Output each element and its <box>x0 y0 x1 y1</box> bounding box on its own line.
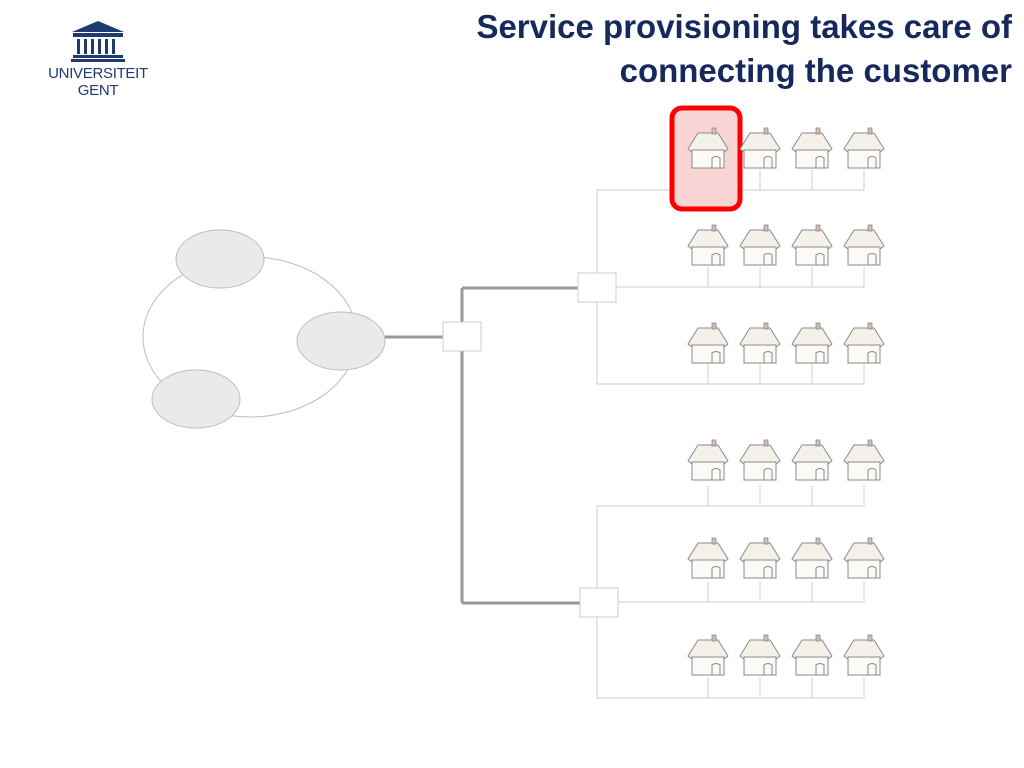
house-icon <box>843 127 885 169</box>
logo-text-line1: UNIVERSITEIT <box>48 65 148 82</box>
house-icon <box>791 224 833 266</box>
house-icon <box>739 439 781 481</box>
house-icon <box>739 127 781 169</box>
page-title-line1: Service provisioning takes care of <box>476 8 1012 45</box>
core-node <box>175 229 265 289</box>
house-icon <box>687 537 729 579</box>
house-icon <box>791 127 833 169</box>
house-icon <box>739 537 781 579</box>
house-icon <box>843 439 885 481</box>
house-icon <box>791 537 833 579</box>
house-icon <box>791 439 833 481</box>
university-building-icon <box>71 21 125 62</box>
house-icon <box>843 322 885 364</box>
house-icon <box>687 439 729 481</box>
house-icon <box>739 634 781 676</box>
network-node-icon <box>579 587 619 618</box>
core-node <box>296 311 386 371</box>
house-icon <box>791 322 833 364</box>
house-icon <box>687 322 729 364</box>
university-logo: UNIVERSITEIT GENT <box>38 18 158 108</box>
house-icon <box>843 224 885 266</box>
house-icon <box>687 224 729 266</box>
network-node-icon <box>442 321 482 352</box>
network-node-icon <box>577 272 617 303</box>
page-title: Service provisioning takes care of conne… <box>312 5 1012 93</box>
house-icon <box>843 537 885 579</box>
house-icon <box>739 322 781 364</box>
house-icon <box>791 634 833 676</box>
house-icon <box>843 634 885 676</box>
page-title-line2: connecting the customer <box>619 52 1012 89</box>
core-node <box>151 369 241 429</box>
house-icon <box>687 634 729 676</box>
logo-text-line2: GENT <box>77 82 119 99</box>
house-icon <box>739 224 781 266</box>
